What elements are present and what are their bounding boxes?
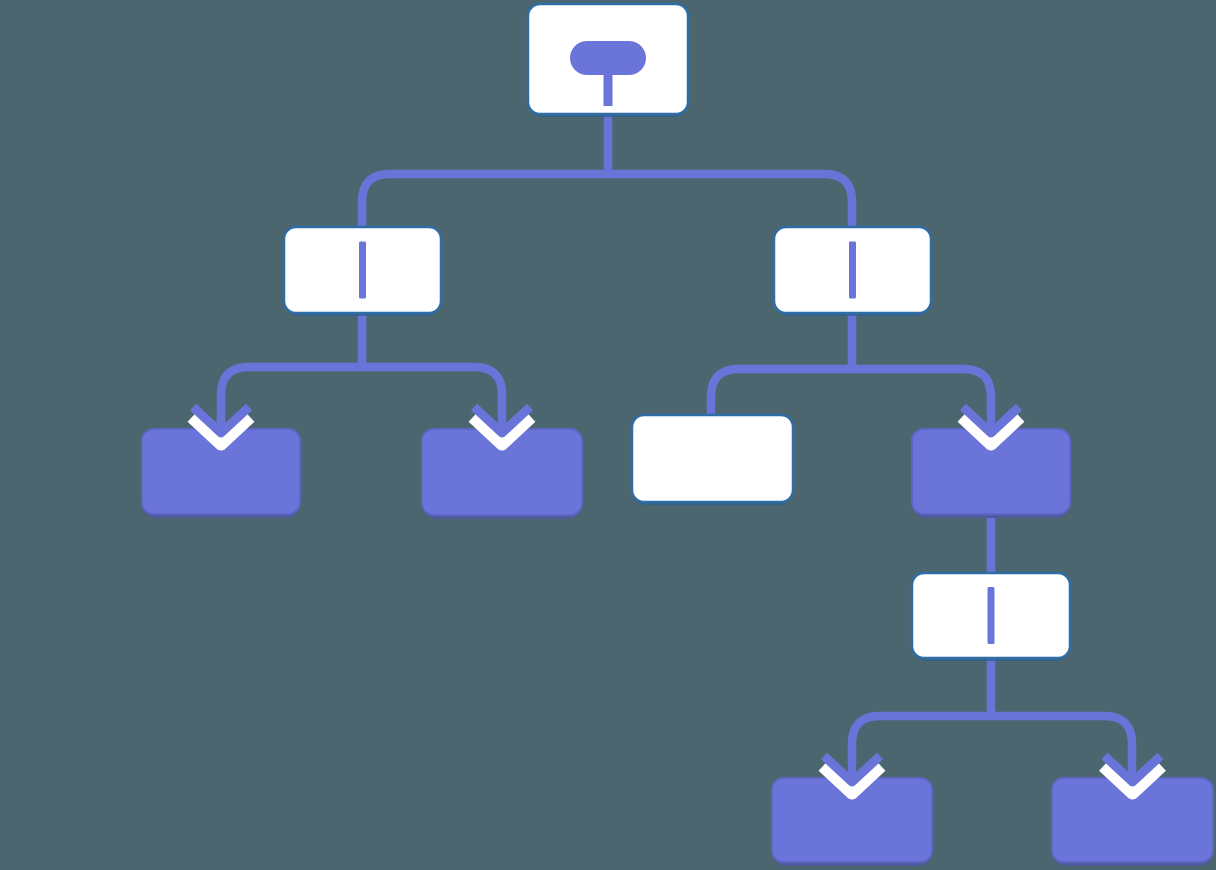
chevron-white-outline (1099, 761, 1166, 800)
plain-white-node[interactable] (630, 413, 795, 505)
chevron-white-outline (468, 412, 536, 451)
collapse-chevron-icon[interactable] (957, 403, 1025, 451)
chevron-white-outline (818, 761, 886, 800)
collapse-chevron-icon[interactable] (1099, 752, 1166, 800)
connector-lower-rail (847, 711, 1137, 782)
collapse-chevron-icon[interactable] (468, 403, 536, 451)
root-node[interactable] (526, 2, 690, 117)
collapse-chevron-icon[interactable] (818, 752, 886, 800)
branch-node-left[interactable] (282, 225, 443, 316)
vertical-line-icon (359, 241, 366, 299)
branch-node-lower[interactable] (910, 571, 1072, 661)
branch-node-right[interactable] (772, 225, 933, 316)
chevron-purple-arrow (959, 403, 1023, 438)
chevron-white-outline (957, 412, 1025, 451)
collapse-chevron-icon[interactable] (187, 403, 255, 451)
connector-layer (216, 112, 1137, 782)
connector-level2-rail (357, 169, 857, 228)
connector-right-rail (706, 364, 996, 433)
collapsed-leaf-node-4[interactable] (1051, 777, 1214, 866)
chevron-purple-arrow (470, 403, 534, 438)
chevron-purple-arrow (820, 752, 884, 787)
collapsed-child-node[interactable] (911, 428, 1071, 518)
chevron-purple-arrow (1101, 752, 1164, 787)
vertical-line-icon (849, 241, 856, 299)
node-body[interactable] (630, 413, 795, 504)
connector-left-rail (216, 362, 507, 433)
collapsed-leaf-node-1[interactable] (141, 428, 301, 518)
chevron-layer (187, 403, 1166, 800)
chevron-purple-arrow (189, 403, 253, 438)
pill-stem-icon (570, 41, 646, 75)
vertical-line-icon (987, 587, 995, 644)
pill-stem-icon-stem (603, 73, 613, 106)
chevron-white-outline (187, 412, 255, 451)
node-layer (141, 2, 1214, 866)
collapsed-leaf-node-2[interactable] (421, 428, 583, 519)
collapsed-leaf-node-3[interactable] (771, 777, 933, 866)
